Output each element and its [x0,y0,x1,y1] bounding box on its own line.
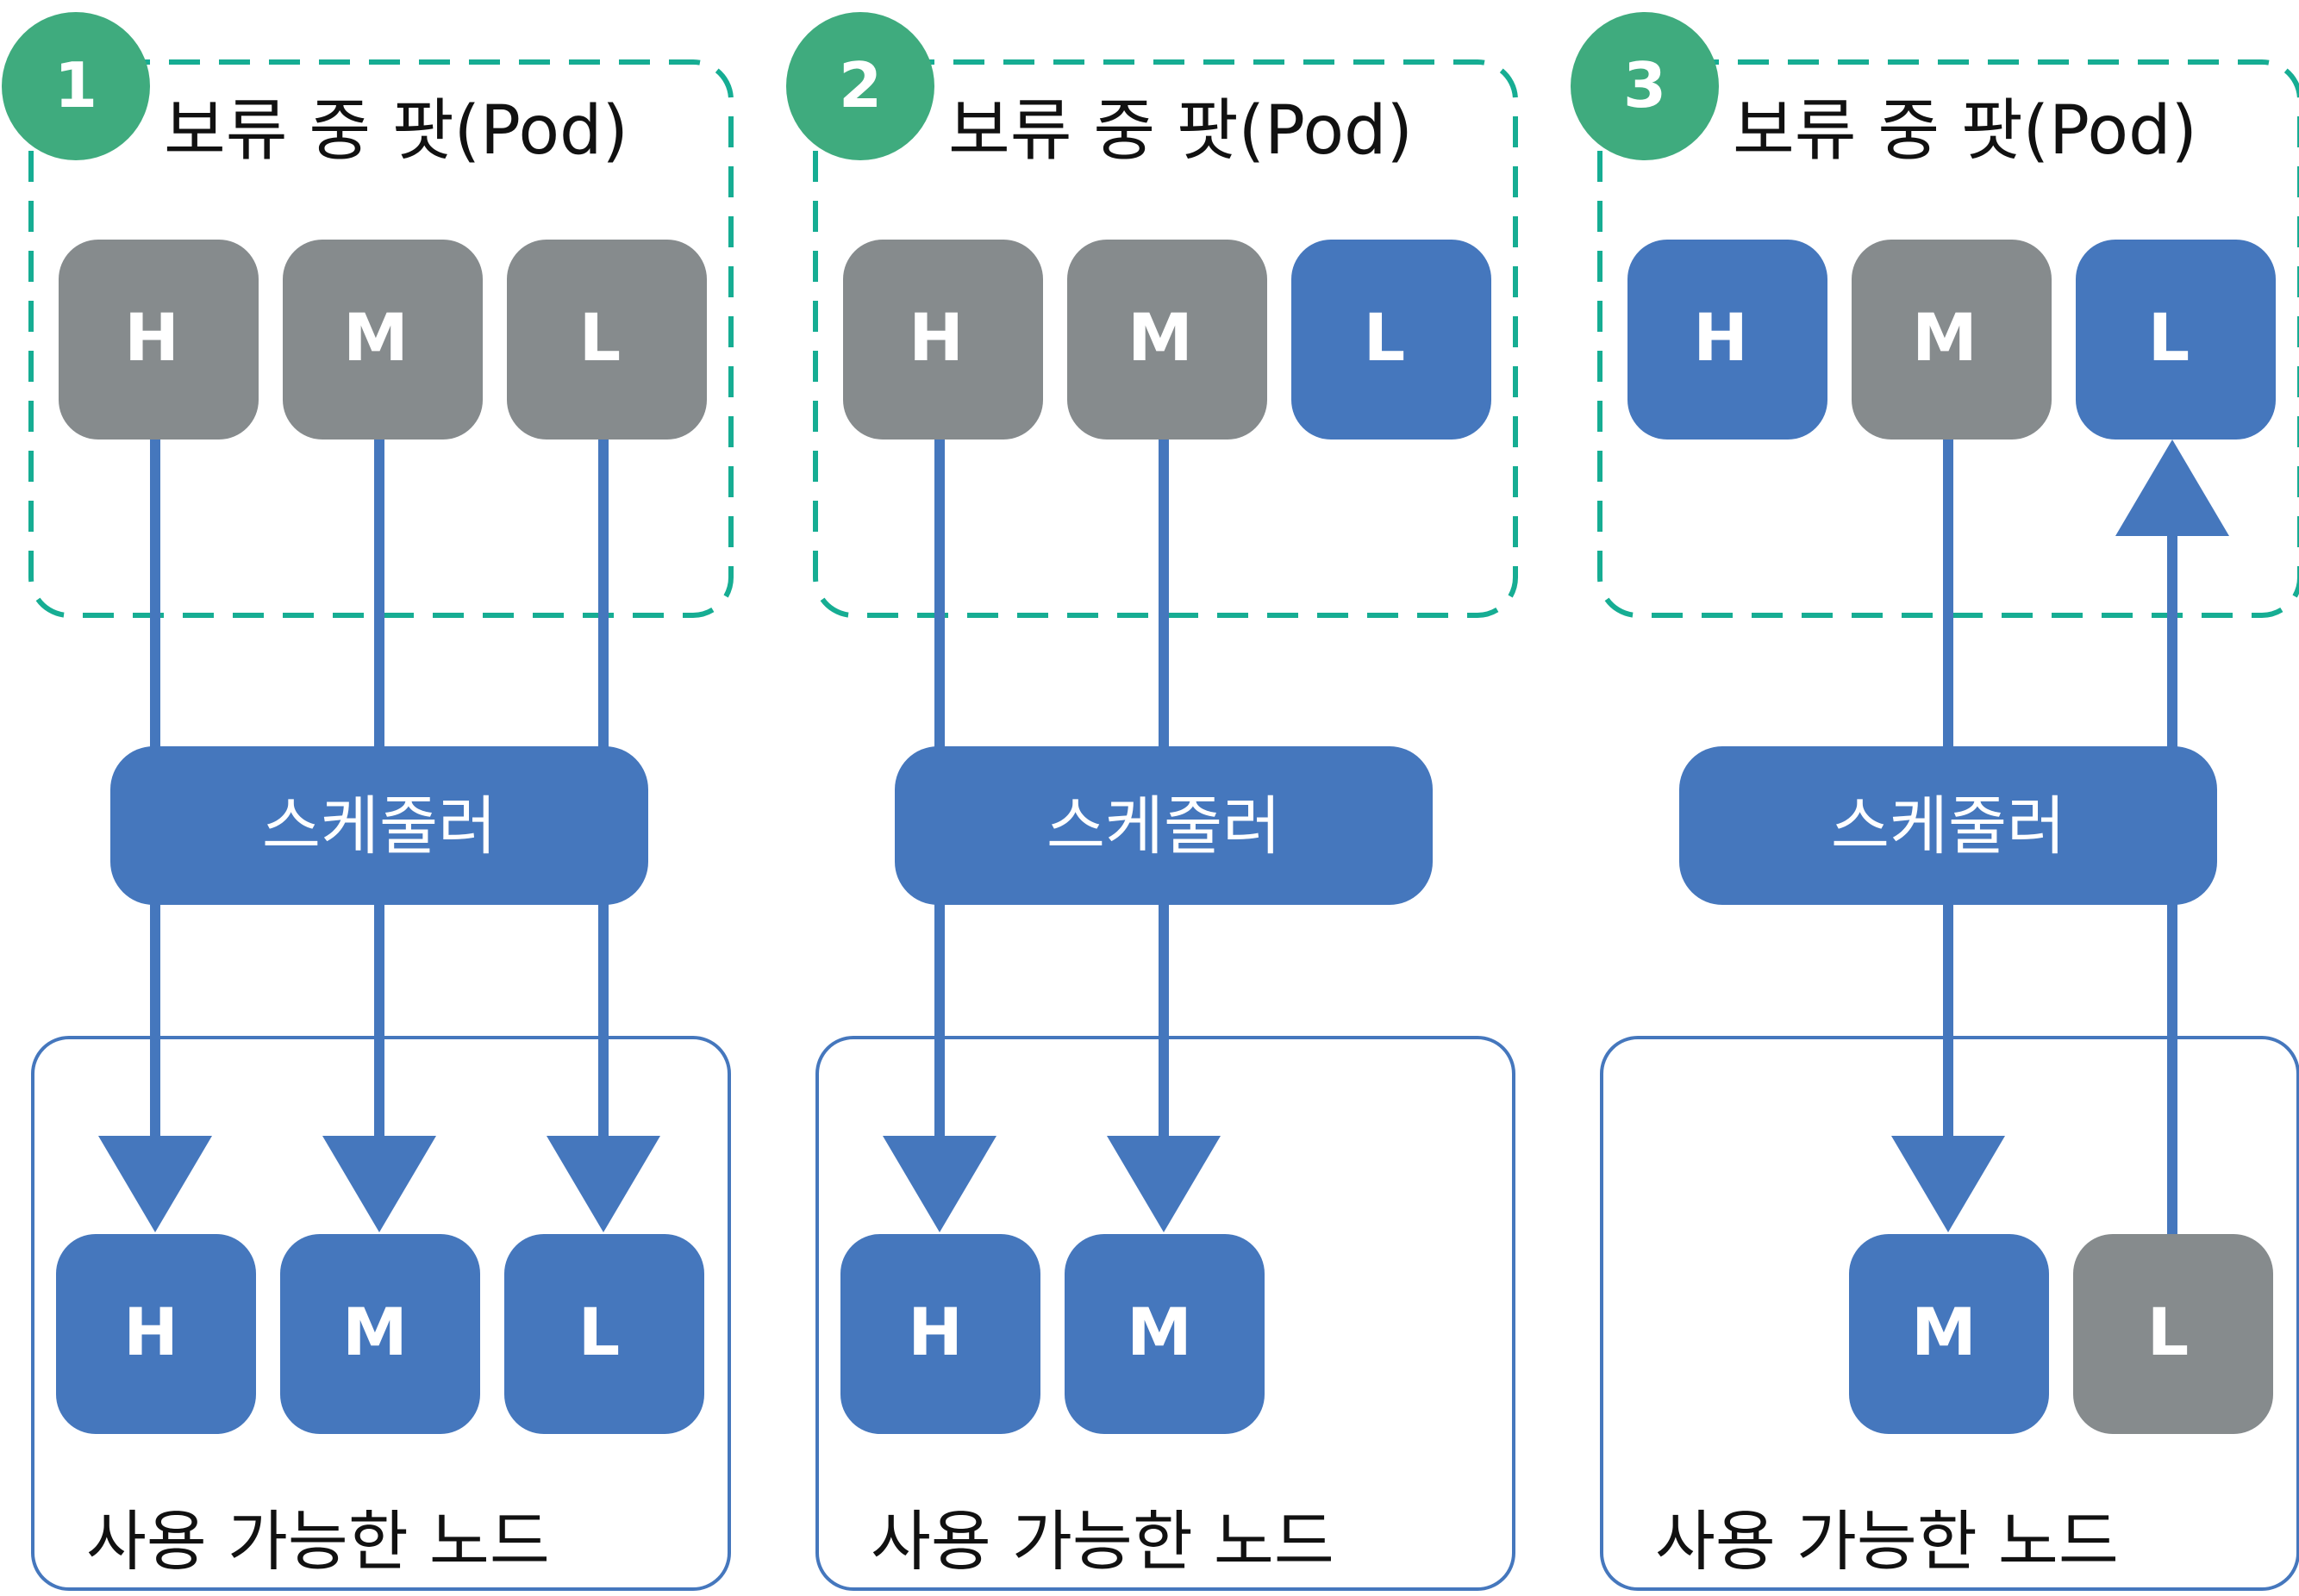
scheduler-label: 스케줄러 [1831,789,2065,863]
pod-label: H [1693,299,1748,376]
pending-pod-m: M [1067,240,1267,440]
node-pod-l: L [504,1234,704,1434]
pod-square [1065,1234,1265,1434]
panel-step-2: 스케줄러 H M L H M 2 보류 중 팟(Pod) 사용 가능한 노드 [786,12,1518,1591]
pod-square [1067,240,1267,440]
arrow-down-icon [1107,1136,1221,1232]
pod-label: H [909,299,964,376]
pod-label: M [1128,299,1193,376]
pod-square [59,240,259,440]
pod-square [280,1234,480,1434]
pending-pods-box [813,59,1518,618]
available-nodes-title: 사용 가능한 노드 [871,1503,1334,1580]
node-pod-h: H [840,1234,1040,1434]
pod-label: L [2148,299,2190,376]
pod-square [843,240,1043,440]
pod-square [507,240,707,440]
pod-label: M [1912,299,1977,376]
pod-label: M [1911,1294,1977,1370]
pod-square [56,1234,256,1434]
pod-label: L [579,299,621,376]
pod-label: L [578,1294,620,1370]
arrow-down-icon [322,1136,436,1232]
pod-square [283,240,483,440]
pod-square [1852,240,2052,440]
pod-label: M [342,1294,408,1370]
arrow-up-icon [2115,440,2229,536]
node-pod-m: M [1065,1234,1265,1434]
scheduler-bar [1679,746,2217,905]
step-number: 1 [54,49,97,122]
pending-pod-l: L [507,240,707,440]
pod-square [1849,1234,2049,1434]
panel-step-1: 스케줄러 H M L H M L 1 보류 중 팟(Pod) 사용 가능한 노드 [2,12,734,1591]
pending-pods-box [1597,59,2299,618]
arrow-down-icon [98,1136,212,1232]
pod-square [1291,240,1491,440]
pod-square [1627,240,1827,440]
pod-label: H [124,299,179,376]
pending-pod-h: H [843,240,1043,440]
pending-pod-h: H [1627,240,1827,440]
scheduler-label: 스케줄러 [1046,789,1281,863]
pending-pod-m: M [1852,240,2052,440]
step-number: 3 [1623,49,1666,122]
pod-label: H [908,1294,963,1370]
node-pod-m: M [1849,1234,2049,1434]
panel-step-3: 스케줄러 H M L M L 3 보류 중 팟(Pod) 사용 가능한 노드 [1571,12,2299,1591]
available-nodes-title: 사용 가능한 노드 [1655,1503,2119,1580]
pending-pod-m: M [283,240,483,440]
step-number: 2 [839,49,882,122]
scheduler-label: 스케줄러 [262,789,497,863]
pod-label: L [2147,1294,2189,1370]
pod-square [2076,240,2276,440]
pod-label: H [123,1294,178,1370]
pending-pods-title: 보류 중 팟(Pod) [1733,92,2197,170]
node-pod-h: H [56,1234,256,1434]
node-pod-m: M [280,1234,480,1434]
pending-pod-l: L [1291,240,1491,440]
node-pod-l: L [2073,1234,2273,1434]
pod-square [840,1234,1040,1434]
available-nodes-title: 사용 가능한 노드 [86,1503,550,1580]
pod-square [2073,1234,2273,1434]
arrow-down-icon [547,1136,660,1232]
pod-square [504,1234,704,1434]
scheduler-bar [110,746,648,905]
pending-pods-title: 보류 중 팟(Pod) [164,92,628,170]
pending-pods-box [28,59,734,618]
step-badge [1571,12,1719,160]
pending-pod-h: H [59,240,259,440]
arrow-down-icon [1891,1136,2005,1232]
step-badge [786,12,934,160]
step-badge [2,12,150,160]
pod-label: L [1364,299,1405,376]
pending-pods-title: 보류 중 팟(Pod) [948,92,1413,170]
pod-label: M [1127,1294,1192,1370]
arrow-down-icon [883,1136,996,1232]
pod-label: M [343,299,409,376]
pending-pod-l: L [2076,240,2276,440]
scheduler-bar [895,746,1433,905]
